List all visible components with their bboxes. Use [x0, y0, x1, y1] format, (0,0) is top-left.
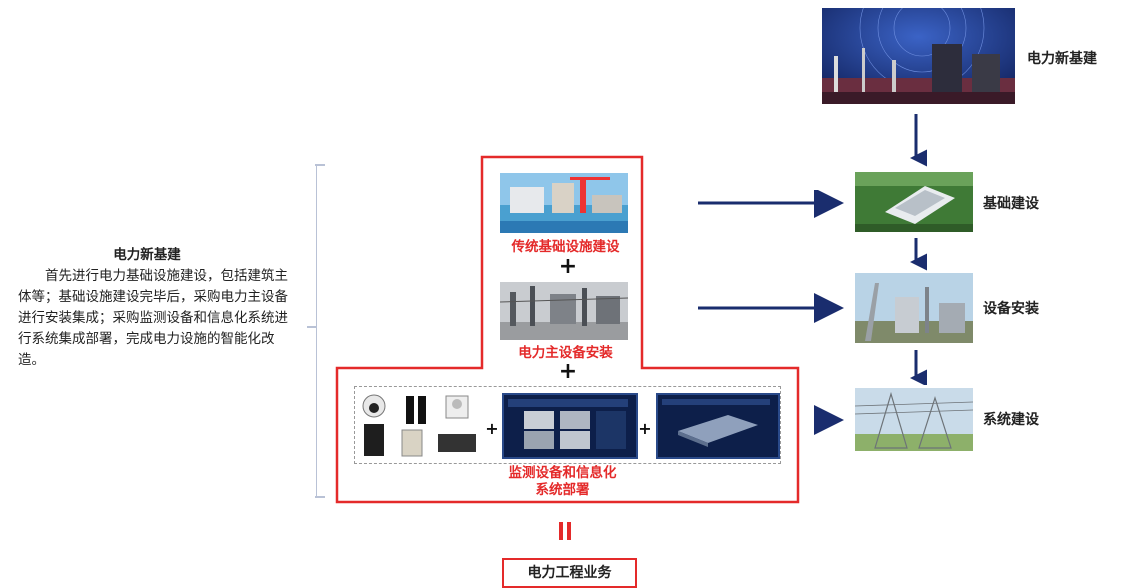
description-body: 首先进行电力基础设施建设，包括建筑主体等；基础设施建设完毕后，采购电力主设备进行… — [18, 268, 288, 368]
step3-label: 监测设备和信息化 系统部署 — [470, 465, 655, 499]
monitoring-devices-icon — [362, 394, 476, 457]
equipment-photo — [500, 282, 628, 340]
red-outline — [335, 155, 800, 504]
substation-aerial-photo — [855, 172, 973, 232]
result-box: 电力工程业务 — [502, 558, 637, 588]
right-top-label: 电力新基建 — [1027, 51, 1097, 67]
plus-sign-4: + — [638, 419, 652, 438]
description-title: 电力新基建 — [113, 247, 181, 263]
construction-photo — [500, 173, 628, 233]
step3-label-line1: 监测设备和信息化 — [508, 465, 617, 481]
equipment-install-photo — [855, 273, 973, 343]
plus-sign-3: + — [485, 419, 499, 438]
result-label: 电力工程业务 — [527, 565, 612, 581]
description-block: 电力新基建 首先进行电力基础设施建设，包括建筑主体等；基础设施建设完毕后，采购电… — [18, 245, 298, 371]
monitoring-devices-panel — [354, 386, 781, 464]
step2-label: 电力主设备安装 — [518, 345, 613, 361]
vertical-arrows — [910, 114, 927, 385]
plus-sign-2: + — [558, 359, 578, 384]
left-bracket — [307, 164, 329, 498]
right-item2-label: 设备安装 — [983, 301, 1039, 317]
equals-sign — [559, 522, 573, 540]
step1-label: 传统基础设施建设 — [511, 239, 620, 255]
horizontal-arrows — [698, 190, 844, 435]
right-item1-label: 基础建设 — [983, 196, 1039, 212]
plus-sign-1: + — [558, 254, 578, 279]
night-powerplant-photo — [822, 8, 1015, 104]
right-item3-label: 系统建设 — [983, 412, 1039, 428]
step3-label-line2: 系统部署 — [535, 482, 590, 498]
model-screen — [656, 393, 780, 459]
dashboard-screen — [502, 393, 638, 459]
transmission-tower-photo — [855, 388, 973, 451]
